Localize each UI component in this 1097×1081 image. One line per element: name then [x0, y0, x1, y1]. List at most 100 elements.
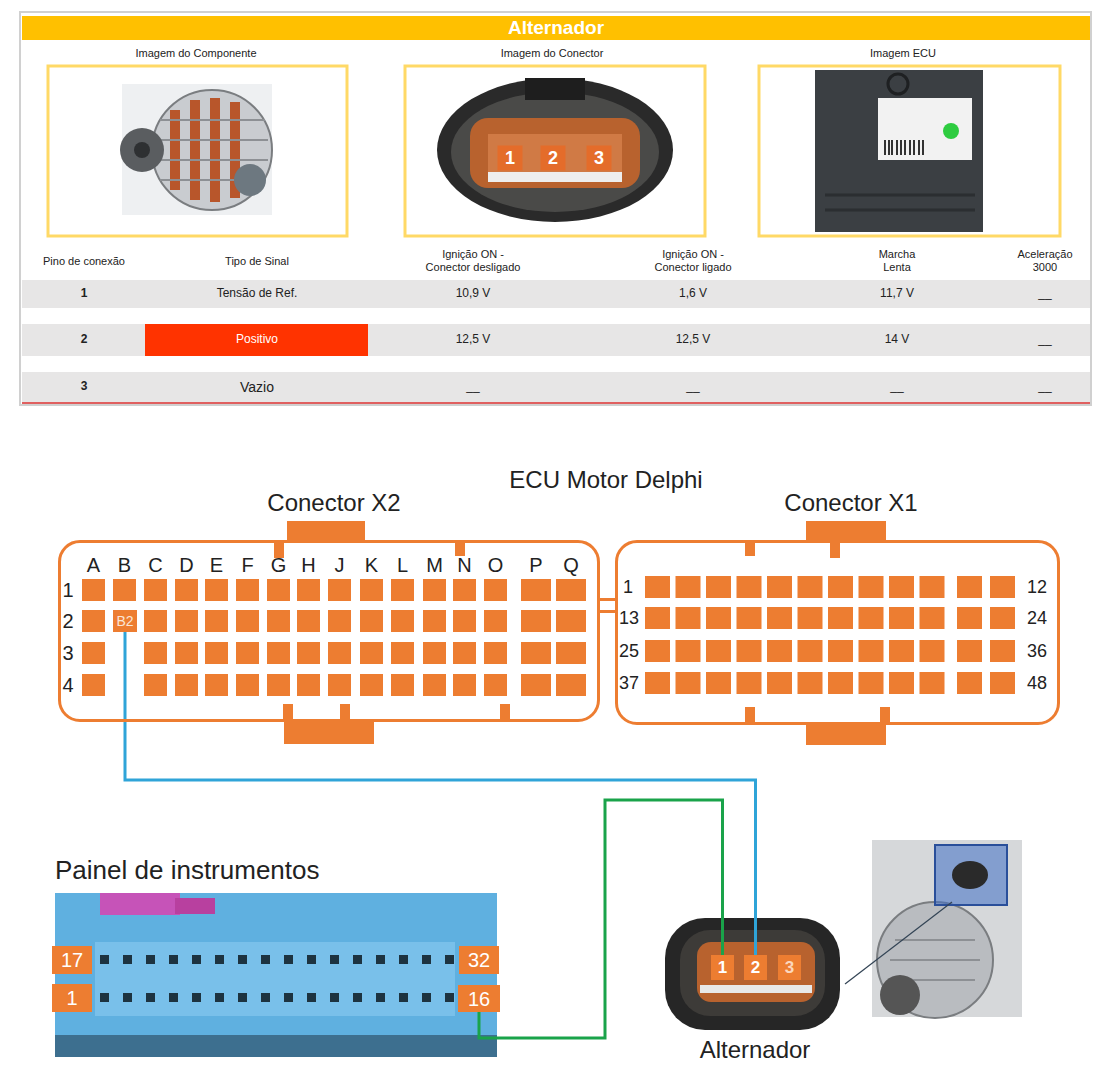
- pin-number: 13: [619, 608, 639, 629]
- pin-letter: K: [365, 554, 378, 577]
- pin-cavity: [920, 607, 945, 629]
- pin-cavity: [360, 674, 383, 696]
- pin-cavity: [706, 672, 731, 694]
- pin-cavity: [645, 640, 670, 662]
- pin-cavity: [828, 672, 853, 694]
- pin-cavity: [990, 640, 1015, 662]
- pin-hole: [169, 955, 178, 964]
- pin-cavity: [236, 674, 259, 696]
- pin-hole: [353, 955, 362, 964]
- pin-hole: [422, 955, 431, 964]
- pin-hole: [123, 955, 132, 964]
- column-header: Ignição ON - Conector ligado: [641, 248, 745, 273]
- pin-cavity: [360, 610, 383, 632]
- signal-type: Positivo: [236, 333, 278, 347]
- pin-cavity: [521, 579, 551, 601]
- pin-number: 12: [1027, 577, 1047, 598]
- pin-hole: [445, 993, 454, 1002]
- pin-cavity: [267, 674, 290, 696]
- pin-cavity: [737, 672, 762, 694]
- pin-letter: B: [118, 554, 131, 577]
- pin-cavity: [957, 607, 982, 629]
- pin-number: 24: [1027, 608, 1047, 629]
- pin-cavity: [423, 674, 446, 696]
- pin-cavity: [920, 576, 945, 598]
- pin-cavity: [297, 610, 320, 632]
- pin-cavity: [889, 607, 914, 629]
- pin-cavity: [828, 640, 853, 662]
- pin-hole: [100, 955, 109, 964]
- pin-terminal: 1: [711, 955, 734, 980]
- pin-cavity: [236, 642, 259, 664]
- pin-cavity: [990, 672, 1015, 694]
- pin-letter: O: [488, 554, 504, 577]
- pin-cavity: [144, 579, 167, 601]
- table-cell: 14 V: [885, 333, 910, 347]
- pin-cavity: [113, 579, 136, 601]
- pin-cavity: [391, 642, 414, 664]
- table-cell: __: [1038, 333, 1051, 347]
- pin-hole: [330, 955, 339, 964]
- pin-number: 48: [1027, 673, 1047, 694]
- pin-cavity: [767, 672, 792, 694]
- connector-title: Alternador: [700, 1037, 811, 1063]
- pin-terminal: 16: [458, 985, 500, 1012]
- pin-cavity: [423, 610, 446, 632]
- pin-cavity: [175, 579, 198, 601]
- pin-cavity: [267, 642, 290, 664]
- pin-letter: A: [87, 554, 100, 577]
- pin-letter: 4: [62, 674, 73, 697]
- column-header: Imagem do Componente: [135, 47, 256, 60]
- pin-cavity: [676, 640, 701, 662]
- pin-cavity: [645, 576, 670, 598]
- pin-number: 2: [541, 146, 566, 171]
- pin-cavity: [556, 610, 586, 632]
- pin-cavity: [328, 579, 351, 601]
- column-header: Aceleração 3000: [1014, 248, 1076, 273]
- column-header: Tipo de Sinal: [225, 255, 289, 268]
- pin-cavity: [859, 640, 884, 662]
- pin-cavity: [676, 607, 701, 629]
- pin-cavity: [889, 672, 914, 694]
- pin-cavity: [236, 610, 259, 632]
- pin-number: 1: [498, 146, 523, 171]
- column-header: Marcha Lenta: [869, 248, 925, 273]
- pin-number: 36: [1027, 641, 1047, 662]
- connector-title: Painel de instrumentos: [55, 856, 319, 885]
- pin-number: 1: [52, 984, 92, 1012]
- pin-letter: G: [271, 554, 287, 577]
- column-header: Imagem do Conector: [501, 47, 604, 60]
- pin-cavity: [798, 640, 823, 662]
- pin-cavity: [737, 640, 762, 662]
- pin-cavity: [144, 642, 167, 664]
- pin-cavity: [484, 610, 507, 632]
- pin-cavity: [360, 579, 383, 601]
- pin-letter: 1: [62, 579, 73, 602]
- pin-cavity: [737, 576, 762, 598]
- pin-cavity: [556, 674, 586, 696]
- table-cell: 10,9 V: [456, 287, 491, 301]
- table-cell: __: [1038, 287, 1051, 301]
- pin-cavity: [391, 579, 414, 601]
- pin-cavity: [82, 610, 105, 632]
- pin-label: 16: [468, 989, 490, 1009]
- pin-hole: [422, 993, 431, 1002]
- pin-cavity: [828, 607, 853, 629]
- pin-cavity: [889, 640, 914, 662]
- pin-cavity: [645, 672, 670, 694]
- pin-hole: [330, 993, 339, 1002]
- pin-cavity: [297, 579, 320, 601]
- instrument-panel-connector: Painel de instrumentos16: [55, 893, 497, 1057]
- pin-cavity: [556, 642, 586, 664]
- pin-hole: [100, 993, 109, 1002]
- table-cell: __: [890, 380, 903, 394]
- pin-hole: [445, 955, 454, 964]
- pin-terminal: B2: [113, 610, 137, 632]
- pin-label: 3: [785, 959, 794, 976]
- pin-cavity: [920, 672, 945, 694]
- alternator-connector: Alternador123: [665, 918, 840, 1030]
- pin-cavity: [521, 610, 551, 632]
- pin-cavity: [798, 672, 823, 694]
- pin-letter: N: [457, 554, 471, 577]
- pin-cavity: [453, 642, 476, 664]
